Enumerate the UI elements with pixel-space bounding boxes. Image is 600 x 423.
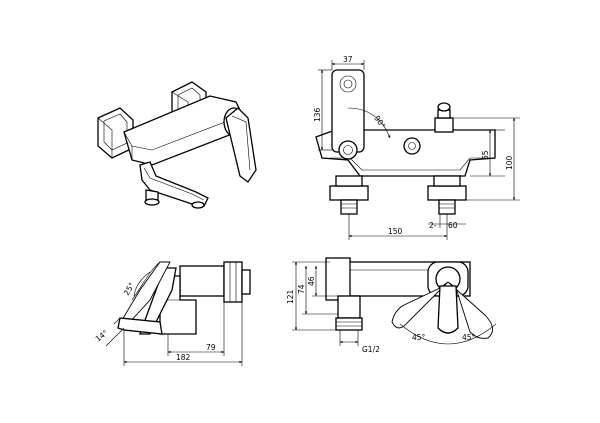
dim-74: 74 — [297, 284, 306, 294]
dim-45-degrees-right: 45° — [462, 333, 476, 342]
dim-60: 60 — [448, 221, 458, 230]
connector-right — [427, 175, 467, 215]
dim-45-degrees-left: 45° — [412, 333, 426, 342]
dim-90-degrees: 90° — [372, 114, 387, 130]
lever-front — [331, 69, 365, 153]
dim-121: 121 — [286, 289, 295, 304]
isometric-view — [97, 81, 257, 209]
dim-100: 100 — [505, 155, 514, 170]
dim-150: 150 — [388, 227, 403, 236]
front-view: 37 136 90° 65 100 150 2- 60 — [313, 55, 520, 240]
dim-65: 65 — [481, 150, 490, 160]
dim-2-label: 2- — [429, 221, 437, 230]
dim-14-degrees: 14° — [94, 328, 110, 343]
shower-outlet — [434, 102, 454, 133]
dim-46: 46 — [307, 276, 316, 286]
spout — [139, 161, 209, 209]
top-view: 45° 45° 121 74 46 G1/2 — [286, 257, 497, 354]
dim-182: 182 — [176, 353, 191, 362]
dim-37: 37 — [343, 55, 353, 64]
connector-left — [329, 175, 369, 215]
side-view: 25° 14° 182 79 — [94, 261, 251, 366]
dim-79: 79 — [206, 343, 216, 352]
lever-handle — [223, 107, 257, 183]
dim-g12-thread: G1/2 — [362, 345, 380, 354]
dim-136: 136 — [313, 107, 322, 122]
